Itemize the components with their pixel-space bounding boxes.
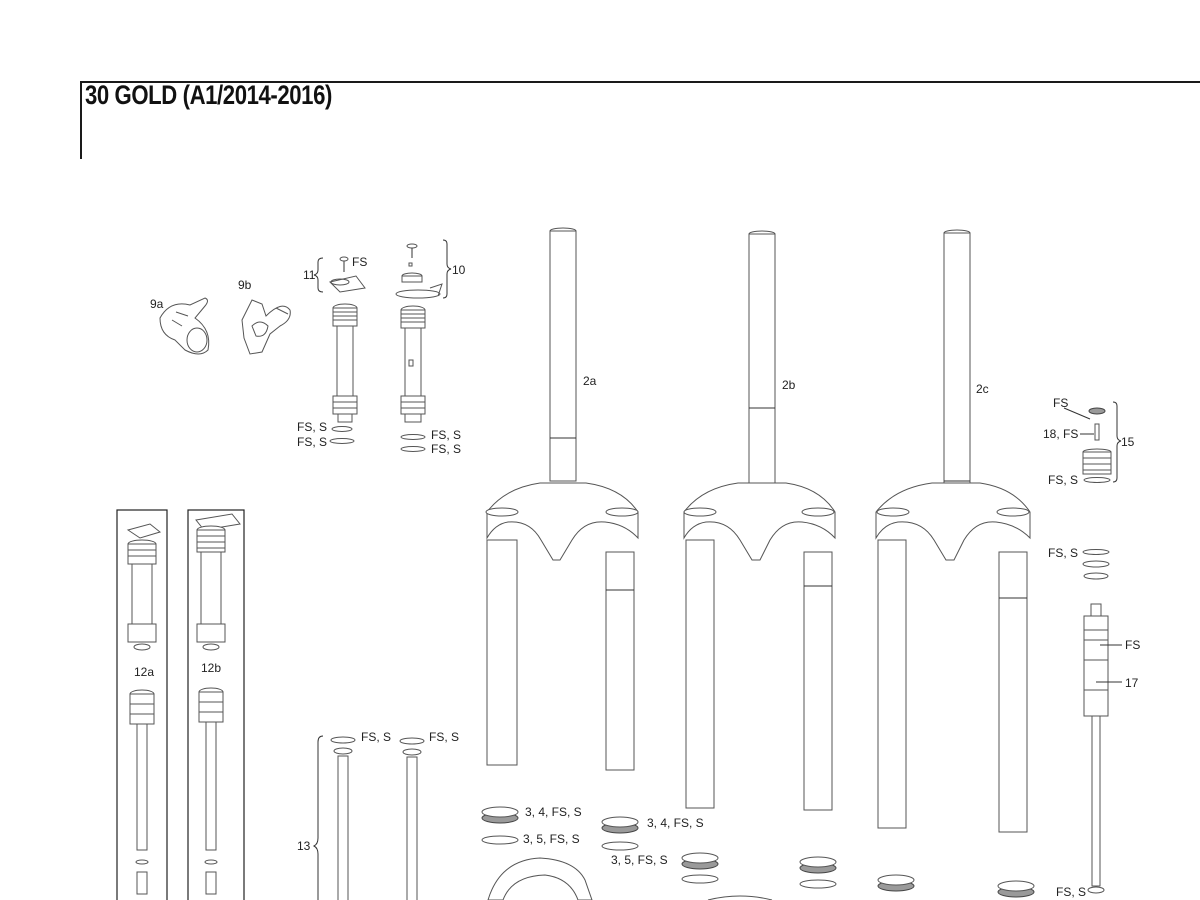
- seal-group-6: [997, 880, 1035, 898]
- top-cap-10: [395, 243, 443, 299]
- seal-group-2: [601, 816, 639, 851]
- top-cap-11: [329, 256, 366, 293]
- crown-steerer-2b: [683, 230, 836, 811]
- bracket-11: [313, 257, 324, 293]
- callout-15: 15: [1121, 435, 1135, 449]
- title-side-rule: [80, 81, 82, 159]
- callout-11-fs: FS: [352, 255, 367, 269]
- shaft-13-left: [330, 736, 356, 900]
- remote-lever-9b: [241, 299, 291, 355]
- callout-seal-34fss-1: 3, 4, FS, S: [525, 805, 582, 819]
- damper-cartridge-left: [329, 303, 358, 444]
- callout-17-bottom-fs-s: FS, S: [1056, 885, 1086, 899]
- callout-9a: 9a: [150, 297, 164, 311]
- air-spring-17: [1082, 549, 1110, 894]
- seal-group-3: [681, 852, 719, 884]
- callout-15-18-fs: 18, FS: [1043, 427, 1078, 441]
- kit-box-12a: [116, 509, 168, 900]
- damper-cartridge-right: [400, 305, 426, 452]
- crown-steerer-2a: [485, 227, 639, 771]
- seal-group-4: [799, 856, 837, 889]
- callout-cartridge-fs-s-1: FS, S: [297, 420, 327, 434]
- callout-12b: 12b: [201, 661, 221, 675]
- callout-seal-34fss-2: 3, 4, FS, S: [647, 816, 704, 830]
- damper-kit-12a: [126, 523, 162, 895]
- callout-cartridge-r-fs-s-1: FS, S: [431, 428, 461, 442]
- lower-arch-partial: [487, 857, 773, 900]
- callout-15-fs-s: FS, S: [1048, 473, 1078, 487]
- callout-15-fs: FS: [1053, 396, 1068, 410]
- kit-box-12b: [187, 509, 245, 900]
- callout-10: 10: [452, 263, 466, 277]
- callout-2a: 2a: [583, 374, 597, 388]
- callout-2b: 2b: [782, 378, 796, 392]
- remote-lever-9a: [159, 297, 210, 355]
- callout-11: 11: [303, 268, 316, 282]
- title-rule: [80, 81, 1200, 83]
- page-title: 30 GOLD (A1/2014-2016): [85, 80, 332, 110]
- callout-cartridge-fs-s-2: FS, S: [297, 435, 327, 449]
- seal-group-5: [877, 874, 915, 892]
- callout-17-fs: FS: [1125, 638, 1140, 652]
- bracket-10: [442, 239, 452, 299]
- callout-12a: 12a: [134, 665, 154, 679]
- callout-cartridge-r-fs-s-2: FS, S: [431, 442, 461, 456]
- damper-kit-12b: [195, 513, 241, 895]
- callout-seal-35fss-2: 3, 5, FS, S: [611, 853, 668, 867]
- callout-17-fs-s: FS, S: [1048, 546, 1078, 560]
- shaft-13-right: [399, 737, 425, 900]
- seal-group-1: [481, 806, 519, 845]
- callout-9b: 9b: [238, 278, 252, 292]
- bracket-13: [312, 735, 324, 900]
- callout-13-fs-s-2: FS, S: [429, 730, 459, 744]
- crown-steerer-2c: [875, 229, 1031, 833]
- callout-2c: 2c: [976, 382, 989, 396]
- air-top-cap-15: [1063, 407, 1112, 483]
- callout-13: 13: [297, 839, 311, 853]
- callout-17: 17: [1125, 676, 1139, 690]
- callout-13-fs-s-1: FS, S: [361, 730, 391, 744]
- callout-seal-35fss-1: 3, 5, FS, S: [523, 832, 580, 846]
- bracket-15: [1112, 401, 1122, 483]
